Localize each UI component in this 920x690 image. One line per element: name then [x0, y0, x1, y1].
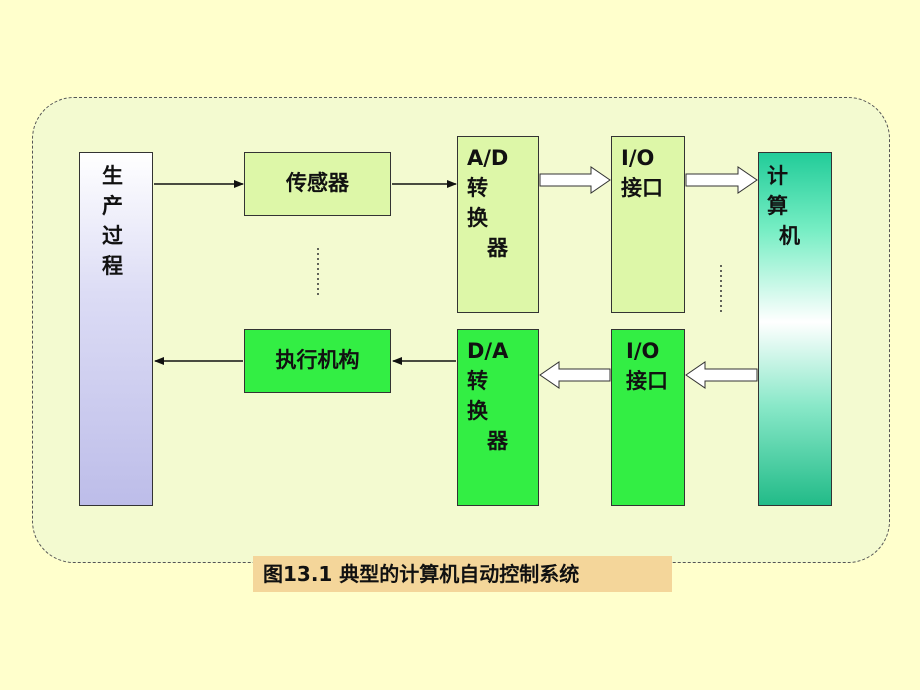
io-bottom-sub: 接口 — [626, 369, 668, 393]
process-char: 过 — [102, 224, 123, 248]
block-arrow-ad-to-io — [539, 166, 611, 194]
actuator-block: 执行机构 — [244, 329, 391, 393]
ad-char: 换 — [467, 206, 488, 230]
block-arrow-computer-to-io — [685, 361, 758, 389]
da-char: 器 — [487, 429, 508, 453]
figure-caption: 图13.1 典型的计算机自动控制系统 — [253, 556, 672, 592]
io-top-title: I/O — [621, 146, 655, 170]
io-interface-bottom-block: I/O 接口 — [611, 329, 685, 506]
process-char: 生 — [102, 164, 123, 188]
ad-title: A/D — [467, 146, 509, 170]
da-converter-block: D/A 转 换 器 — [457, 329, 539, 506]
da-char: 转 — [467, 369, 488, 393]
ad-char: 器 — [487, 236, 508, 260]
production-process-block: 生 产 过 程 — [79, 152, 153, 506]
block-arrow-io-to-computer — [685, 166, 758, 194]
block-arrow-io-to-da — [539, 361, 611, 389]
io-bottom-title: I/O — [626, 339, 660, 363]
process-char: 产 — [102, 194, 123, 218]
sensor-block: 传感器 — [244, 152, 391, 216]
computer-char: 计 — [767, 164, 788, 188]
computer-char: 算 — [767, 194, 788, 218]
computer-char: 机 — [779, 224, 800, 248]
da-title: D/A — [467, 339, 509, 363]
ad-char: 转 — [467, 176, 488, 200]
computer-block: 计 算 机 — [758, 152, 832, 506]
ad-converter-block: A/D 转 换 器 — [457, 136, 539, 313]
process-char: 程 — [102, 254, 123, 278]
io-interface-top-block: I/O 接口 — [611, 136, 685, 313]
da-char: 换 — [467, 399, 488, 423]
io-top-sub: 接口 — [621, 176, 663, 200]
